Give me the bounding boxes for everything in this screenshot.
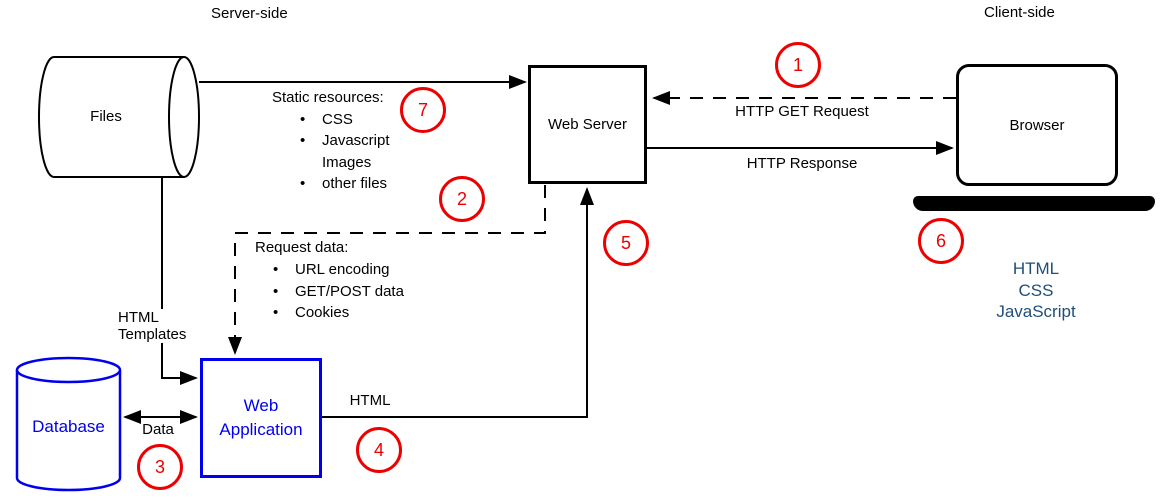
list-item-text: GET/POST data — [295, 282, 404, 300]
artifact-javascript: JavaScript — [996, 302, 1076, 321]
list-item: • URL encoding — [255, 259, 404, 281]
bullet-glyph: • — [300, 132, 306, 149]
web-application-label-line1: Web — [243, 396, 279, 415]
list-item-text: other files — [322, 175, 388, 192]
list-item: • Javascript — [272, 130, 390, 152]
data-label: Data — [142, 421, 174, 438]
step-circle-2: 2 — [439, 176, 485, 222]
bullet-glyph: • — [273, 304, 279, 322]
list-item: • other files — [272, 173, 390, 195]
browser-label: Browser — [1009, 116, 1065, 134]
artifact-html: HTML — [1012, 259, 1060, 278]
step-circle-3: 3 — [137, 444, 183, 490]
list-item: • Cookies — [255, 302, 404, 324]
files-node-label: Files — [40, 57, 172, 177]
web-server-node: Web Server — [528, 65, 647, 184]
bullet-glyph: • — [300, 110, 306, 128]
http-get-request-label: HTTP GET Request — [735, 103, 869, 120]
database-cylinder — [15, 356, 122, 492]
step-number: 4 — [373, 439, 384, 460]
laptop-base-bar — [913, 196, 1155, 211]
request-data-note: Request data: • URL encoding • GET/POST … — [255, 237, 404, 324]
html-templates-line1: HTML — [118, 309, 159, 326]
artifact-css: CSS — [1018, 280, 1054, 300]
bullet-glyph: • — [273, 260, 279, 278]
bullet-glyph — [300, 152, 322, 174]
step-circle-1: 1 — [775, 42, 821, 88]
list-item: • GET/POST data — [255, 281, 404, 303]
list-item-text: Javascript — [322, 132, 390, 149]
list-item-text: URL encoding — [295, 260, 390, 278]
step-circle-4: 4 — [356, 427, 402, 473]
step-circle-5: 5 — [603, 220, 649, 266]
step-circle-6: 6 — [918, 218, 964, 264]
step-number: 6 — [935, 230, 946, 251]
client-artifacts-note: HTML CSS JavaScript — [966, 258, 1106, 323]
edge-request-data — [228, 185, 546, 355]
list-item-text: Images — [322, 153, 372, 171]
web-server-label: Web Server — [548, 116, 627, 133]
step-circle-7: 7 — [400, 87, 446, 133]
html-label: HTML — [349, 392, 391, 409]
static-resources-title: Static resources: — [272, 89, 384, 106]
list-item: • CSS — [272, 109, 390, 131]
static-resources-note: Static resources: • CSS • Javascript Ima… — [272, 87, 390, 195]
step-number: 7 — [417, 99, 428, 120]
list-item-text: CSS — [322, 110, 353, 128]
files-label: Files — [90, 108, 122, 125]
html-templates-label: HTML Templates — [116, 309, 189, 343]
step-number: 3 — [154, 456, 165, 477]
step-number: 5 — [620, 232, 631, 253]
database-node-label: Database — [17, 375, 120, 478]
http-response-label: HTTP Response — [746, 155, 858, 172]
database-label: Database — [32, 416, 105, 436]
html-templates-line2: Templates — [118, 326, 187, 343]
step-number: 2 — [456, 188, 467, 209]
request-data-title: Request data: — [255, 239, 349, 256]
bullet-glyph: • — [300, 175, 306, 192]
server-side-label: Server-side — [211, 5, 288, 22]
files-cylinder — [38, 56, 200, 178]
list-item: Images — [272, 152, 390, 174]
client-side-label: Client-side — [984, 4, 1055, 21]
list-item-text: Cookies — [295, 304, 350, 322]
edge-html-templates — [161, 177, 198, 385]
step-number: 1 — [792, 54, 803, 75]
web-application-label-line2: Application — [219, 420, 303, 439]
bullet-glyph: • — [273, 282, 279, 300]
edge-html — [322, 187, 594, 418]
web-application-node: Web Application — [200, 358, 322, 478]
browser-node: Browser — [956, 64, 1118, 186]
